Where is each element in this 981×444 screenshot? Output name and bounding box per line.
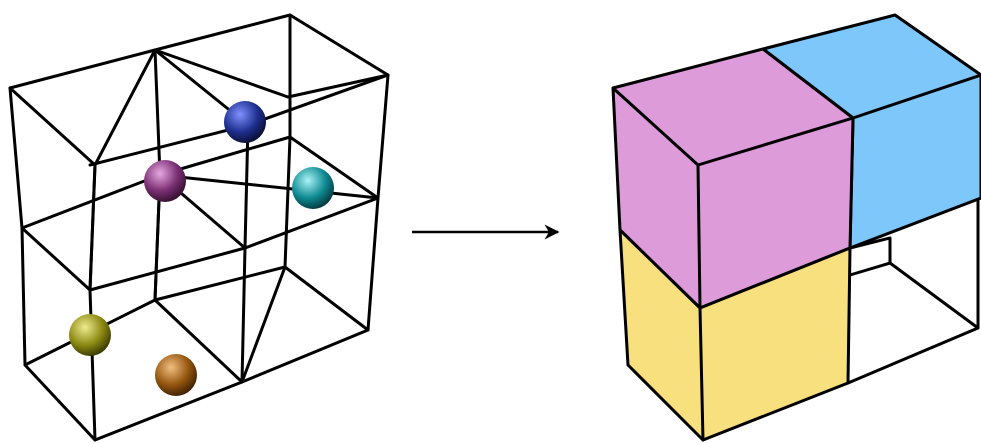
olive-sphere — [69, 314, 111, 356]
purple-sphere — [144, 160, 186, 202]
blue-sphere — [224, 101, 266, 143]
wireframe-grid — [8, 13, 390, 442]
teal-sphere — [292, 167, 334, 209]
orange-sphere — [155, 354, 197, 396]
voxel-blocks — [611, 13, 981, 442]
spheres — [69, 101, 334, 396]
